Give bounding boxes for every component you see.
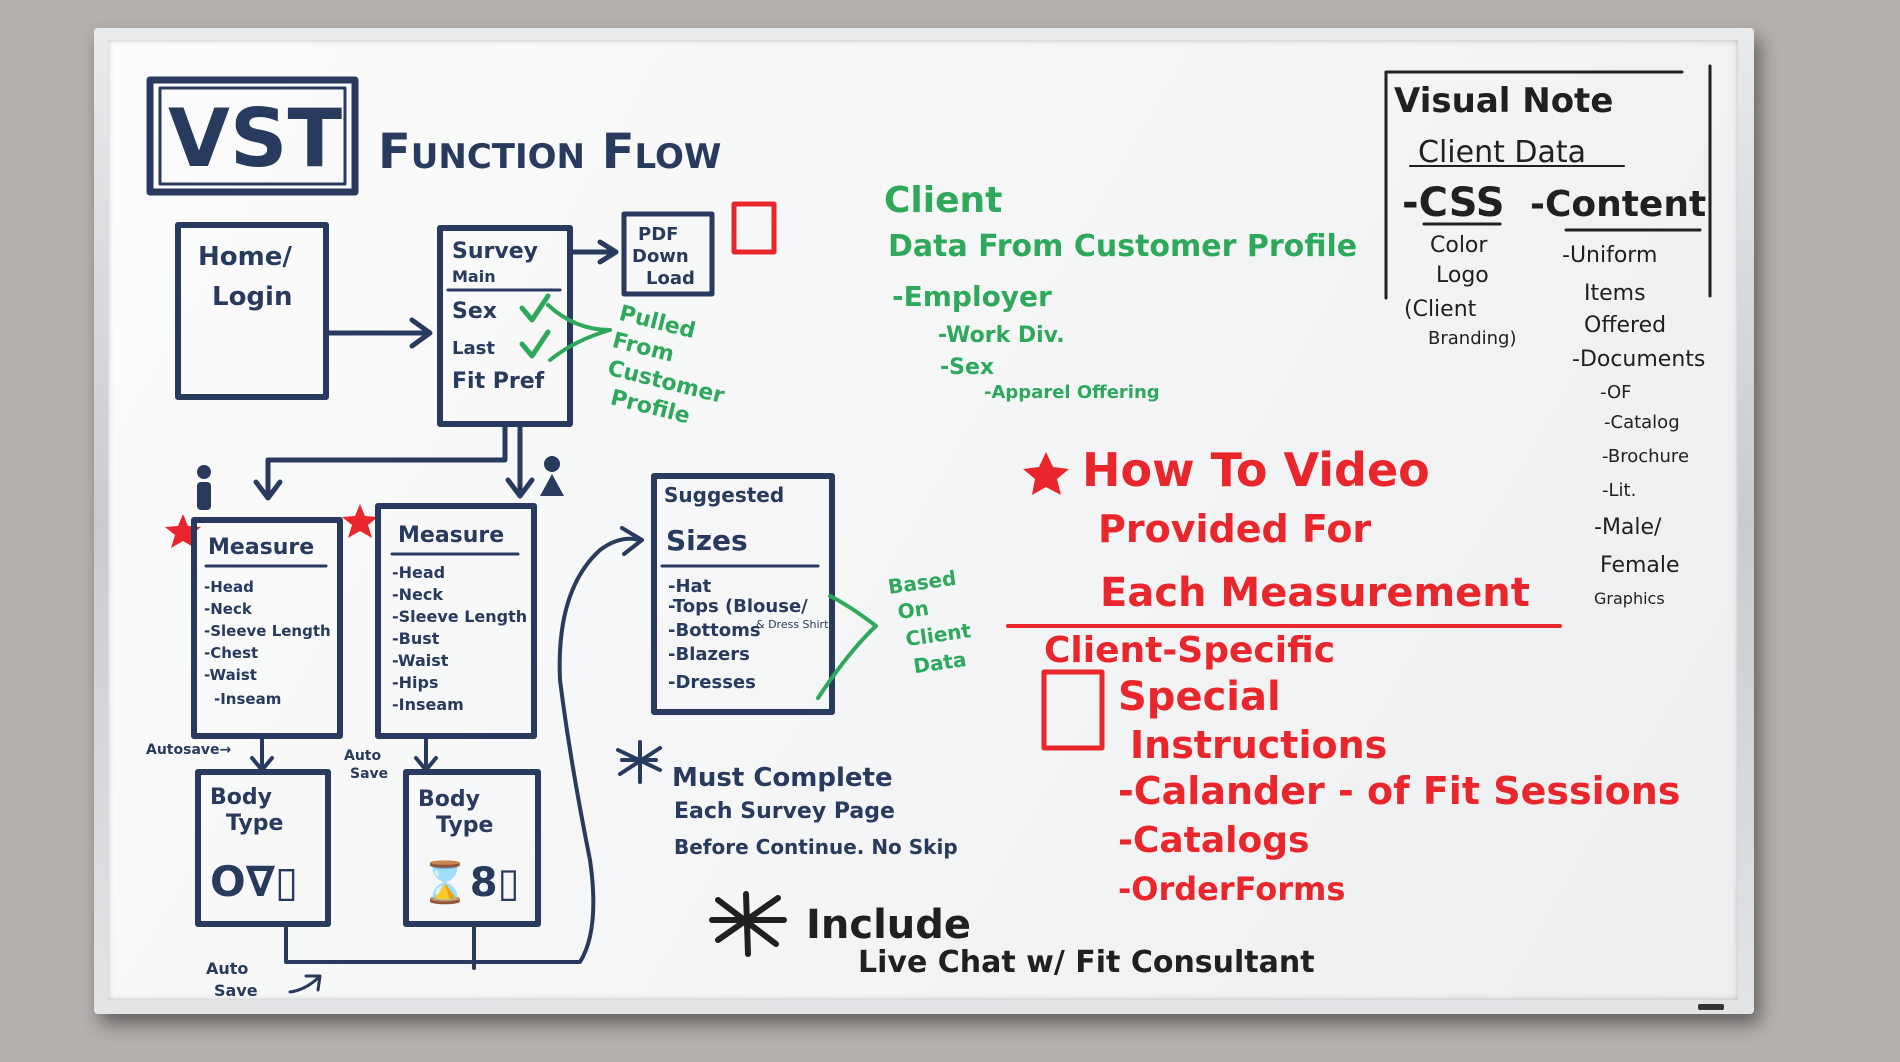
sizes-frame	[651, 473, 835, 715]
measure-left-frame	[191, 517, 343, 739]
star-icon	[1023, 452, 1069, 495]
check-icon	[519, 329, 551, 359]
check-icon	[519, 293, 551, 323]
measure-left-box: Measure -Head -Neck -Sleeve Length -Ches…	[191, 517, 343, 739]
red-checkbox-icon	[731, 201, 777, 255]
measure-left-title: Measure	[208, 535, 314, 560]
measure-right-list: -Head -Neck -Sleeve Length -Bust -Waist …	[392, 563, 533, 714]
marker-tray	[1698, 1004, 1724, 1010]
pulled-note: Pulled From Customer Profile	[596, 301, 747, 438]
css-items: Color Logo (Client Branding)	[1404, 233, 1516, 349]
pulled-bracket	[546, 303, 612, 362]
measure-right-title: Measure	[398, 523, 504, 548]
content-items: -Uniform Items Offered -Documents -OF -C…	[1562, 243, 1712, 608]
arrow-survey-to-measure-right	[505, 421, 535, 499]
content-heading: -Content	[1530, 184, 1706, 225]
autosave-label-2: Auto Save	[344, 748, 388, 782]
title-group: VST Function Flow	[146, 76, 721, 196]
arrow-survey-to-measure-left	[253, 421, 508, 501]
logo-box	[146, 76, 359, 196]
visual-note-title: Visual Note	[1394, 81, 1613, 121]
pdf-frame	[621, 211, 715, 297]
measure-right-box: Measure -Head -Neck -Sleeve Length -Bust…	[375, 503, 537, 739]
client-specific-note: Client-Specific Special Instructions -Ca…	[1044, 630, 1686, 908]
arrow-measure-left-to-body	[250, 734, 274, 772]
body-shapes-left: O∇▯	[210, 857, 298, 906]
body-type-right-box: Body Type ⌛8▯	[403, 769, 541, 927]
how-to-video-note: How To Video Provided For Each Measureme…	[1082, 443, 1530, 616]
sizes-aside: & Dress Shirt)	[756, 618, 833, 631]
arrow-home-to-survey	[323, 317, 433, 349]
asterisk-icon	[616, 740, 662, 784]
visual-note-frame	[1384, 64, 1712, 300]
sizes-list: -Hat -Tops (Blouse/ -Bottoms -Blazers -D…	[668, 576, 814, 693]
flow-connector-to-sizes	[284, 526, 644, 964]
survey-main-label: Survey Main Sex Last Fit Pref	[452, 239, 546, 394]
based-on-bracket	[816, 594, 878, 700]
measure-left-list: -Head -Neck -Sleeve Length -Chest -Waist…	[204, 578, 336, 708]
body-type-left-box: Body Type O∇▯	[195, 769, 331, 927]
css-heading: -CSS	[1402, 180, 1505, 226]
body-type-right-label: Body Type	[418, 787, 493, 838]
based-on-note: Based On Client Data	[887, 564, 984, 680]
measure-right-frame	[375, 503, 537, 739]
arrow-measure-right-to-body	[414, 734, 438, 772]
autosave-arrow-icon	[288, 974, 322, 994]
pdf-label: PDF Down Load	[632, 224, 695, 289]
autosave-label-1: Autosave→	[146, 742, 232, 758]
male-person-icon	[197, 465, 211, 510]
home-login-label: Home/ Login	[198, 242, 301, 312]
suggested-sizes-box: Suggested Sizes -Hat -Tops (Blouse/ -Bot…	[651, 473, 835, 715]
star-icon	[342, 504, 378, 538]
logo-box-inner	[158, 86, 347, 186]
pdf-download-box: PDF Down Load	[621, 211, 715, 297]
body-type-left-label: Body Type	[210, 785, 283, 836]
body-type-left-frame	[195, 769, 331, 927]
visual-note-panel: Visual Note Client Data -CSS Color Logo …	[1384, 64, 1712, 608]
include-note: Include Live Chat w/ Fit Consultant	[806, 902, 1315, 980]
body-shapes-right: ⌛8▯	[420, 859, 520, 906]
home-login-frame	[175, 222, 329, 400]
autosave-label-3: Auto Save	[206, 959, 258, 1000]
asterisk-icon	[709, 891, 787, 957]
arrow-survey-to-pdf	[567, 239, 619, 265]
sizes-title: Suggested Sizes	[664, 483, 791, 557]
logo-text: VST	[168, 92, 343, 185]
visual-note-subtitle: Client Data	[1418, 135, 1586, 170]
survey-main-box: Survey Main Sex Last Fit Pref	[437, 225, 573, 427]
whiteboard-frame	[94, 28, 1754, 1014]
must-complete-note: Must Complete Each Survey Page Before Co…	[672, 763, 958, 859]
home-login-box: Home/ Login	[175, 222, 329, 400]
client-data-note: Client Data From Customer Profile -Emplo…	[884, 180, 1363, 403]
red-checkbox-icon	[1041, 669, 1105, 751]
female-person-icon	[540, 456, 564, 496]
page-title: Function Flow	[378, 124, 721, 180]
